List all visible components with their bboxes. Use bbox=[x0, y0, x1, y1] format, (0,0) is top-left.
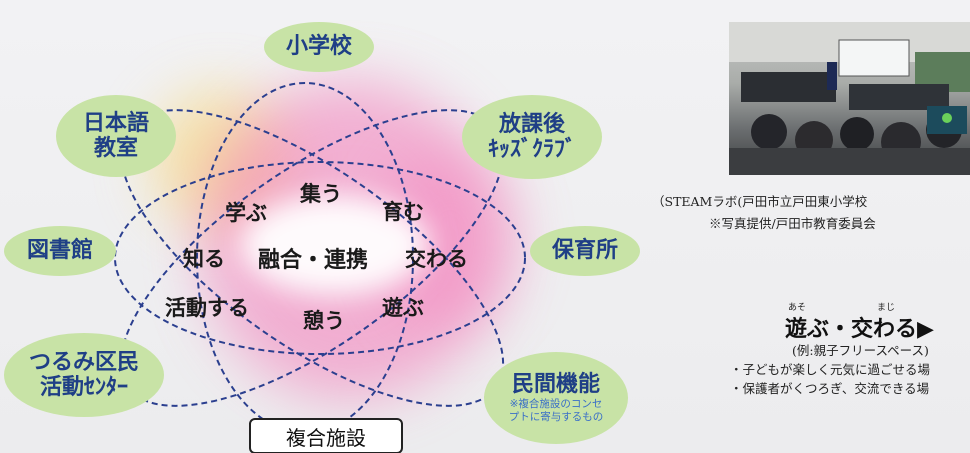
verb-ikou: 憩う bbox=[303, 309, 345, 333]
center-label: 融合・連携 bbox=[258, 248, 369, 273]
node-japanese-class: 日本語 教室 bbox=[56, 95, 176, 177]
node-private-title: 民間機能 bbox=[511, 372, 600, 398]
node-japanese-line2: 教室 bbox=[93, 136, 138, 161]
node-afterschool-line2: ｷｯｽﾞｸﾗﾌﾞ bbox=[487, 137, 576, 162]
white-center-glow bbox=[240, 195, 430, 295]
node-nursery: 保育所 bbox=[530, 226, 640, 276]
verb-tsudou: 集う bbox=[300, 182, 342, 206]
verb-shiru: 知る bbox=[183, 247, 225, 271]
node-afterschool: 放課後 ｷｯｽﾞｸﾗﾌﾞ bbox=[462, 95, 602, 179]
node-library-label: 図書館 bbox=[26, 238, 93, 264]
verb-majiwaru: 交わる bbox=[405, 247, 468, 271]
photo-caption-line1: （STEAMラボ(戸田市立戸田東小学校 bbox=[652, 194, 868, 209]
complex-facility-label: 複合施設 bbox=[286, 425, 366, 450]
verb-sodatsu: 育む bbox=[382, 200, 424, 224]
photo-caption-line2: ※写真提供/戸田市教育委員会 bbox=[709, 216, 876, 231]
side-heading: 遊ぶ・交わる▶ bbox=[785, 316, 934, 342]
node-elementary-label: 小学校 bbox=[285, 34, 352, 60]
node-private-note-line1: ※複合施設のコンセ bbox=[509, 397, 603, 410]
node-tsurumi-line2: 活動ｾﾝﾀｰ bbox=[39, 375, 128, 400]
ellipse-horizontal bbox=[114, 161, 526, 355]
complex-facility-box: 複合施設 bbox=[249, 418, 403, 453]
verb-manabu: 学ぶ bbox=[225, 201, 267, 225]
verb-asobu: 遊ぶ bbox=[382, 296, 424, 320]
steam-lab-photo bbox=[729, 22, 970, 175]
ruby-play: あそ bbox=[788, 303, 807, 313]
node-library: 図書館 bbox=[4, 226, 116, 276]
ruby-mix: まじ bbox=[877, 303, 896, 313]
node-nursery-label: 保育所 bbox=[551, 238, 618, 264]
node-afterschool-line1: 放課後 bbox=[498, 111, 565, 137]
photo-scene bbox=[729, 22, 970, 175]
side-bullet-2: ・保護者がくつろぎ、交流できる場 bbox=[730, 381, 930, 396]
node-tsurumi-line1: つるみ区民 bbox=[28, 349, 139, 375]
side-example: (例:親子フリースペース) bbox=[792, 343, 929, 358]
node-tsurumi-center: つるみ区民 活動ｾﾝﾀｰ bbox=[4, 333, 164, 417]
node-japanese-line1: 日本語 bbox=[82, 110, 149, 136]
node-elementary: 小学校 bbox=[264, 22, 374, 72]
side-bullet-1: ・子どもが楽しく元気に過ごせる場 bbox=[730, 362, 931, 377]
verb-katsudou: 活動する bbox=[165, 296, 249, 320]
node-private-note-line2: プトに寄与するもの bbox=[508, 410, 604, 423]
node-private-functions: 民間機能 ※複合施設のコンセ プトに寄与するもの bbox=[484, 352, 628, 444]
